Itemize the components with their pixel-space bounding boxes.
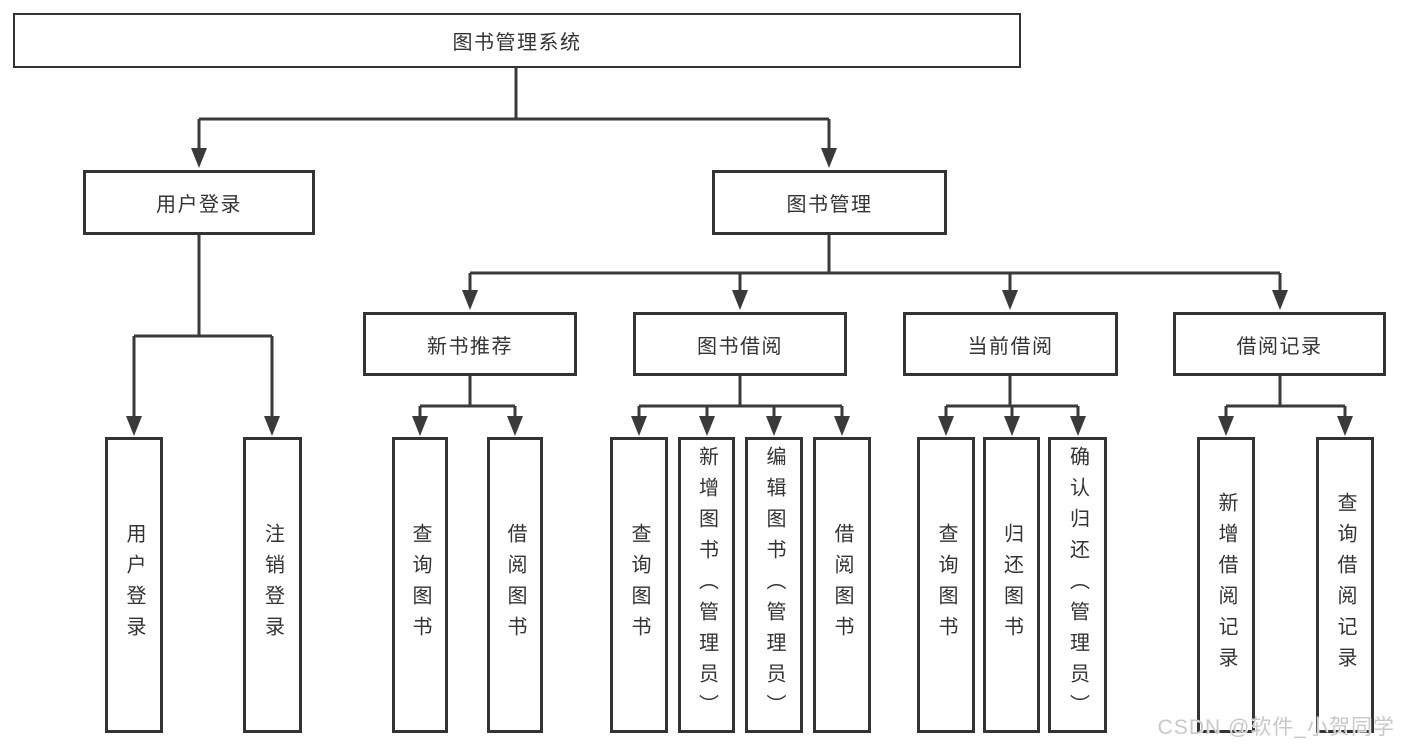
leaf-newbook-borrow-book-label: 借阅图书 <box>504 523 526 647</box>
leaf-borrow-query-book: 查询图书 <box>610 437 668 733</box>
leaf-user-login-label: 用户登录 <box>123 523 145 647</box>
leaf-borrow-borrow-book: 借阅图书 <box>813 437 871 733</box>
node-current-borrow: 当前借阅 <box>903 312 1118 376</box>
arrowhead <box>264 416 280 436</box>
arrowhead <box>834 416 850 436</box>
csdn-watermark: CSDN @软件_小贺同学 <box>1157 716 1395 739</box>
edge-book-mgmt-split <box>468 235 1282 294</box>
arrowhead <box>1070 416 1086 436</box>
edge-bookborrow-split <box>637 376 844 420</box>
arrowheads <box>126 148 1353 436</box>
leaf-borrow-edit-book-admin: 编辑图书（管理员） <box>745 437 803 733</box>
leaf-current-return-book: 归还图书 <box>983 437 1040 733</box>
node-root: 图书管理系统 <box>13 13 1021 68</box>
node-borrow-record: 借阅记录 <box>1173 312 1386 376</box>
edge-currentborrow-split <box>944 376 1080 420</box>
leaf-record-add-borrow-record-label: 新增借阅记录 <box>1215 492 1237 678</box>
leaf-current-confirm-return-admin-label: 确认归还（管理员） <box>1066 445 1089 725</box>
leaf-current-query-book-label: 查询图书 <box>935 523 957 647</box>
edge-borrowrecord-split <box>1224 376 1347 420</box>
arrowhead <box>507 416 523 436</box>
connector-paths <box>132 68 1347 420</box>
leaf-borrow-borrow-book-label: 借阅图书 <box>831 523 853 647</box>
leaf-current-return-book-label: 归还图书 <box>1000 523 1023 647</box>
arrowhead <box>1004 416 1020 436</box>
leaf-logout-login-label: 注销登录 <box>261 523 284 647</box>
leaf-logout-login: 注销登录 <box>243 437 302 733</box>
arrowhead <box>821 148 837 168</box>
leaf-newbook-borrow-book: 借阅图书 <box>487 437 543 733</box>
arrowhead <box>732 290 748 310</box>
node-book-borrow-label: 图书借阅 <box>697 335 783 358</box>
arrowhead <box>631 416 647 436</box>
node-user-login: 用户登录 <box>83 170 315 235</box>
leaf-current-confirm-return-admin: 确认归还（管理员） <box>1048 437 1107 733</box>
arrowhead <box>1272 290 1288 310</box>
arrowhead <box>1337 416 1353 436</box>
arrowhead <box>462 290 478 310</box>
arrowhead <box>1002 290 1018 310</box>
node-book-management-label: 图书管理 <box>786 194 873 216</box>
leaf-record-query-borrow-record-label: 查询借阅记录 <box>1334 492 1356 678</box>
arrowhead <box>699 416 715 436</box>
leaf-record-query-borrow-record: 查询借阅记录 <box>1316 437 1374 733</box>
node-new-book-recommend: 新书推荐 <box>363 312 577 376</box>
node-root-label: 图书管理系统 <box>452 32 582 54</box>
arrowhead <box>938 416 954 436</box>
edge-user-login-split <box>132 235 274 420</box>
arrowhead <box>766 416 782 436</box>
node-book-borrow: 图书借阅 <box>633 312 847 376</box>
leaf-borrow-add-book-admin-label: 新增图书（管理员） <box>695 445 718 725</box>
leaf-record-add-borrow-record: 新增借阅记录 <box>1197 437 1255 733</box>
node-new-book-recommend-label: 新书推荐 <box>427 335 513 358</box>
leaf-borrow-add-book-admin: 新增图书（管理员） <box>678 437 735 733</box>
edge-newbook-split <box>418 376 517 420</box>
node-user-login-label: 用户登录 <box>156 194 242 216</box>
arrowhead <box>412 416 428 436</box>
leaf-user-login: 用户登录 <box>105 437 163 733</box>
arrowhead <box>1218 416 1234 436</box>
leaf-borrow-edit-book-admin-label: 编辑图书（管理员） <box>763 445 785 725</box>
node-borrow-record-label: 借阅记录 <box>1236 335 1323 358</box>
arrowhead <box>126 416 142 436</box>
arrowhead <box>191 148 207 168</box>
node-current-borrow-label: 当前借阅 <box>967 335 1054 358</box>
node-book-management: 图书管理 <box>712 170 947 235</box>
leaf-current-query-book: 查询图书 <box>917 437 975 733</box>
leaf-borrow-query-book-label: 查询图书 <box>628 523 650 647</box>
leaf-newbook-query-book: 查询图书 <box>392 437 448 733</box>
leaf-newbook-query-book-label: 查询图书 <box>409 523 431 647</box>
edge-root-split <box>197 68 831 152</box>
